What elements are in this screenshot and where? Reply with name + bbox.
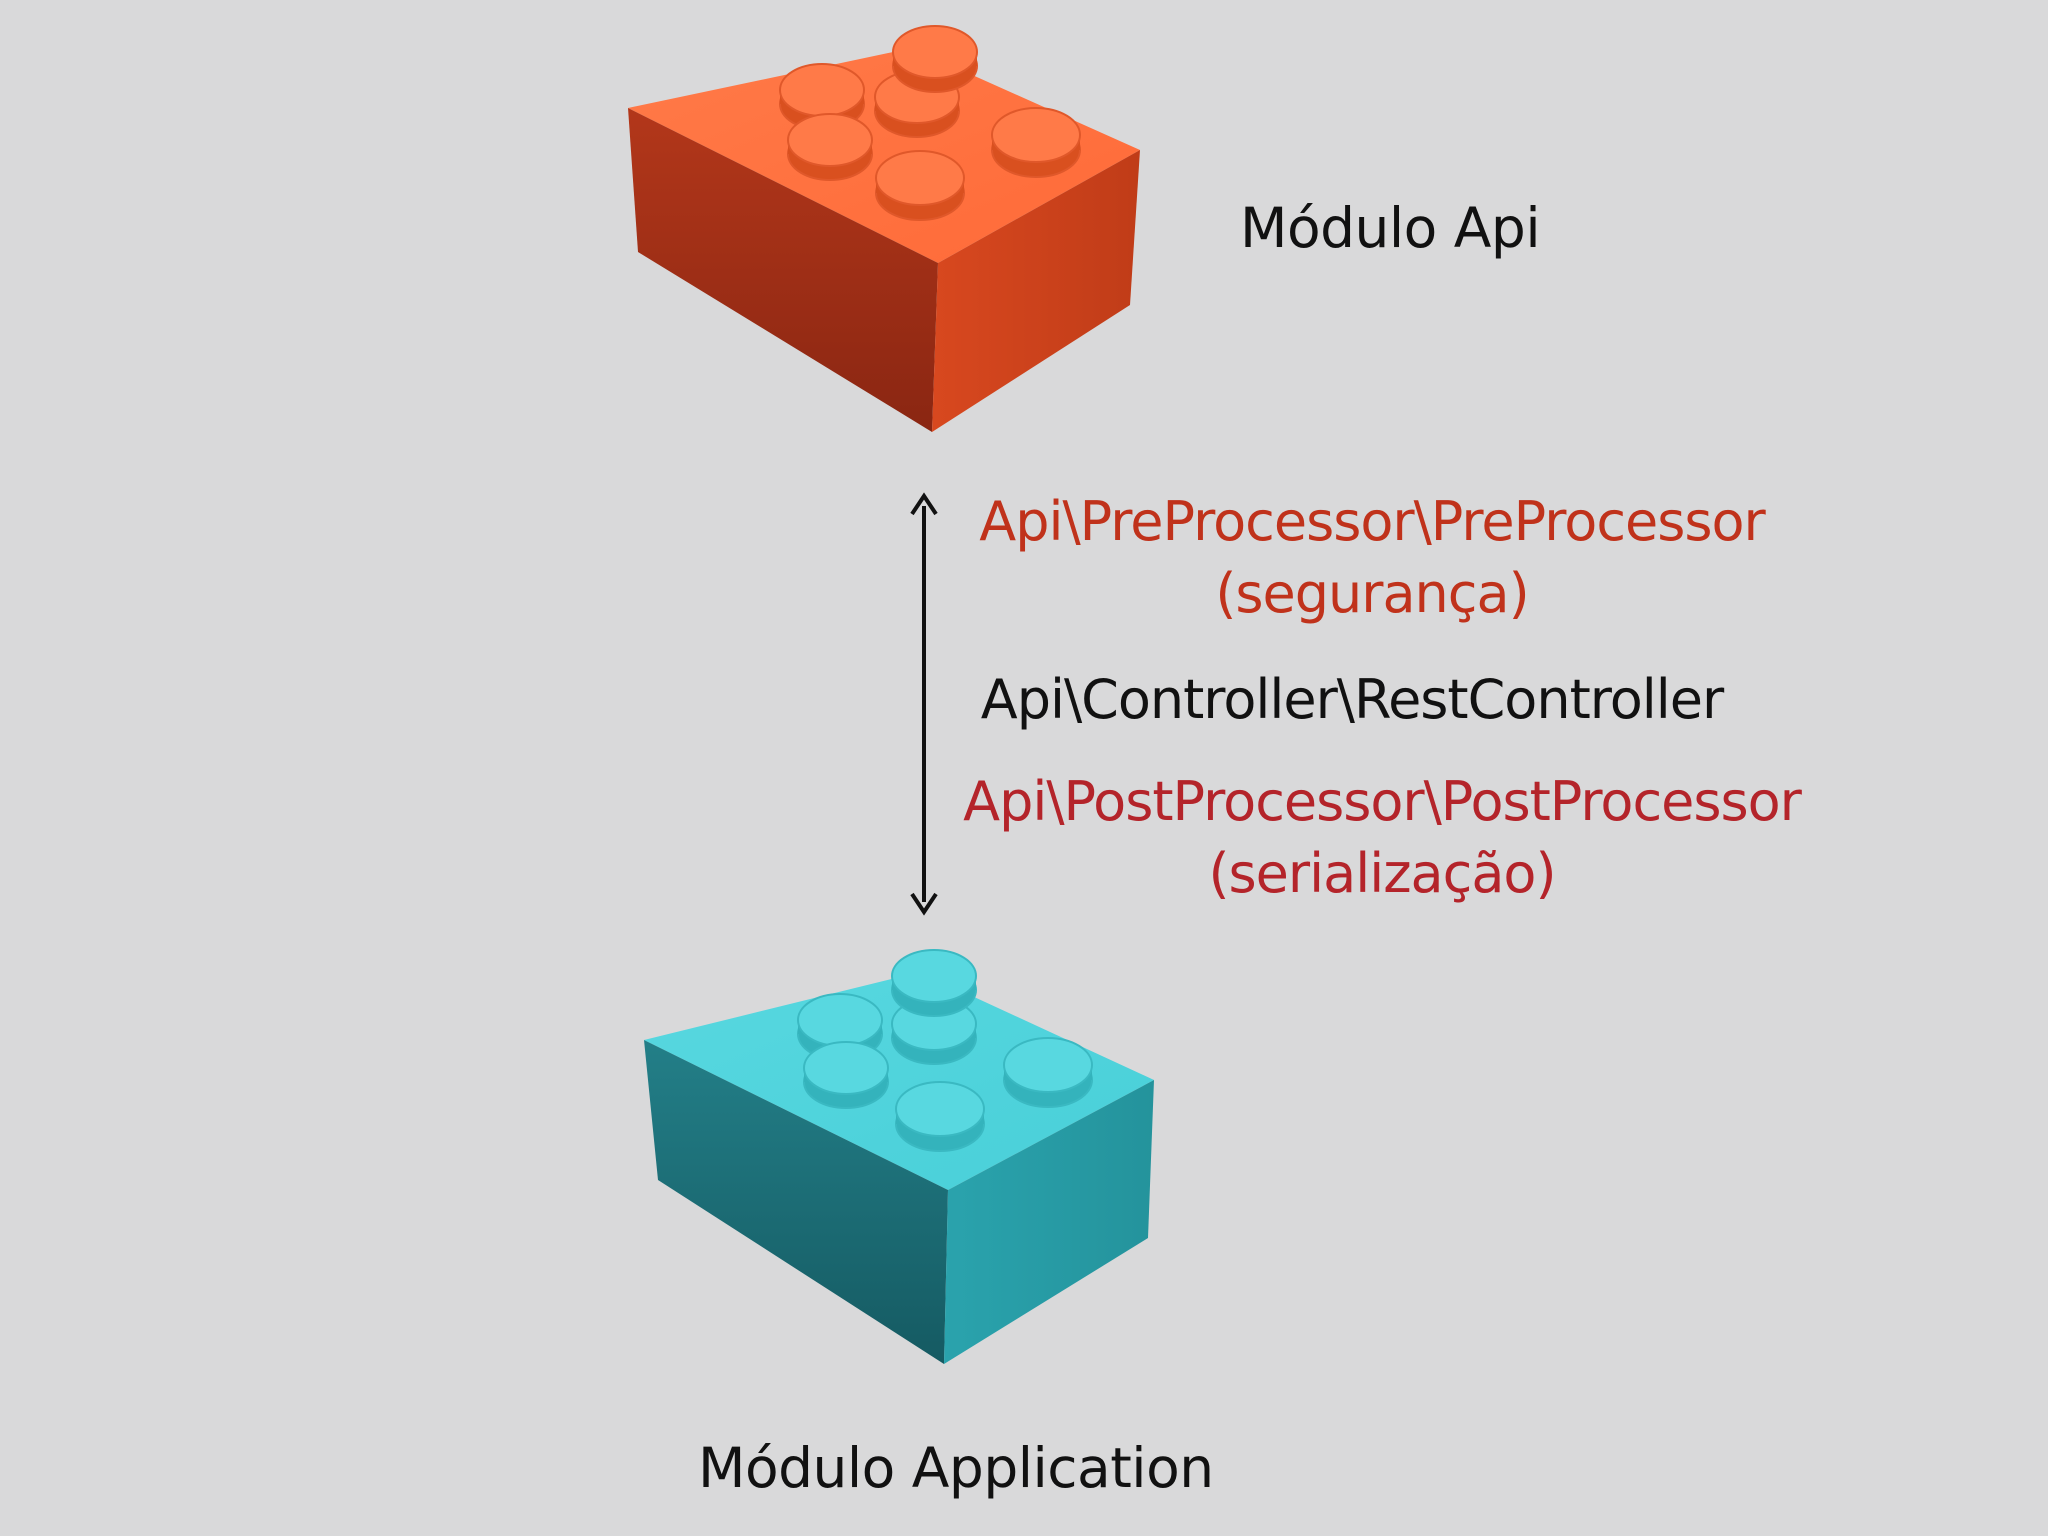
top-module-label: Módulo Api (1240, 196, 1541, 260)
postprocessor-note: (serialização) (1208, 842, 1556, 905)
preprocessor-note: (segurança) (1215, 562, 1529, 625)
brick-studs (779, 25, 1081, 221)
postprocessor-label: Api\PostProcessor\PostProcessor (seriali… (962, 766, 1802, 910)
controller-label: Api\Controller\RestController (952, 664, 1752, 736)
postprocessor-name: Api\PostProcessor\PostProcessor (963, 770, 1802, 833)
lego-brick-teal-icon (644, 949, 1154, 1364)
bottom-module-label: Módulo Application (698, 1436, 1214, 1500)
double-headed-vertical-arrow-icon (910, 492, 938, 916)
brick-studs (797, 949, 1093, 1152)
preprocessor-label: Api\PreProcessor\PreProcessor (segurança… (972, 486, 1772, 630)
lego-brick-orange-icon (628, 25, 1140, 432)
preprocessor-name: Api\PreProcessor\PreProcessor (979, 490, 1765, 553)
controller-name: Api\Controller\RestController (980, 668, 1724, 731)
